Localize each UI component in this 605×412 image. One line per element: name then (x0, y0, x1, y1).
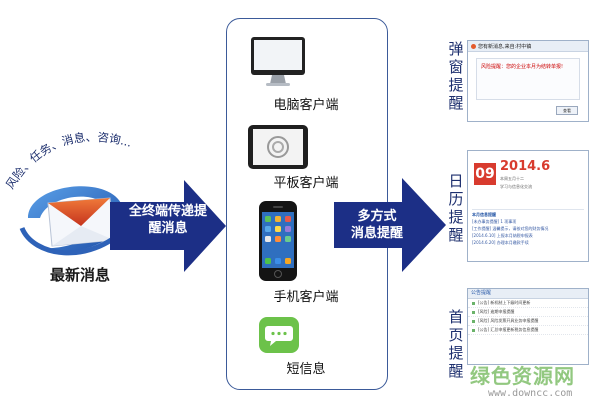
popup-title: 您有新消息,来自:村中镇 (478, 43, 532, 50)
device-label-pc: 电脑客户端 (273, 98, 339, 113)
popup-body: 风险提醒：您的企业本月为结转单报! (476, 58, 580, 100)
calendar-sub-2: 学习与信息化交流 (500, 184, 532, 189)
calendar-item[interactable]: [未办事务提醒] 1 项事项 (472, 219, 517, 224)
calendar-item[interactable]: [工作提醒] 温馨提示，请核对您的财务情况 (472, 226, 549, 231)
calendar-list: 本月信息提醒 [未办事务提醒] 1 项事项 [工作提醒] 温馨提示，请核对您的财… (472, 209, 584, 247)
device-label-sms: 短信息 (286, 362, 326, 377)
calendar-sub-1: 本周五月十二 (500, 176, 524, 181)
sms-icon (259, 317, 299, 353)
device-label-phone: 手机客户端 (273, 290, 339, 305)
reminder-label-calendar: 日历提醒 (448, 172, 464, 244)
calendar-list-title: 本月信息提醒 (472, 212, 496, 217)
monitor-icon (251, 37, 305, 86)
popup-view-button[interactable]: 查看 (556, 106, 578, 115)
arrow-to-devices (110, 180, 226, 272)
arrow-to-reminders (334, 178, 446, 272)
homepage-item[interactable]: [公告] 汇总申报更新税务信息提醒 (468, 326, 588, 335)
calendar-item[interactable]: [2014.6.10] 上报本月纳税申报表 (472, 233, 533, 238)
homepage-reminder-window: 公告提醒 [公告] 新机制上下级时间更新 [风险] 逾期申报提醒 [风险] 风险… (467, 288, 589, 365)
reminder-label-popup: 弹窗提醒 (448, 40, 464, 112)
arrow-to-reminders-label: 多方式 消息提醒 (350, 209, 403, 241)
reminder-label-homepage: 首页提醒 (448, 308, 464, 380)
arrow-to-devices-label: 全终端传递提 多方式 醒消息 (128, 204, 207, 236)
calendar-month: 2014.6 (500, 159, 551, 174)
popup-titlebar: 您有新消息,来自:村中镇 (468, 41, 588, 52)
latest-message-title: 最新消息 (49, 266, 110, 284)
homepage-item[interactable]: [公告] 新机制上下级时间更新 (468, 299, 588, 308)
homepage-item[interactable]: [风险] 逾期申报提醒 (468, 308, 588, 317)
calendar-reminder-window: 09 2014.6 本周五月十二 学习与信息化交流 本月信息提醒 [未办事务提醒… (467, 150, 589, 262)
homepage-item[interactable]: [风险] 风险发票开具业务申报提醒 (468, 317, 588, 326)
phone-icon (259, 201, 297, 281)
watermark-text: 绿色资源网 (470, 364, 575, 388)
watermark-url: www.downcc.com (488, 388, 573, 399)
tablet-icon (248, 125, 308, 169)
homepage-title: 公告提醒 (468, 289, 588, 299)
device-label-tablet: 平板客户端 (273, 176, 339, 191)
calendar-day: 09 (474, 163, 496, 185)
alert-icon (471, 43, 476, 49)
email-envelope-icon (19, 186, 128, 256)
popup-reminder-window: 您有新消息,来自:村中镇 风险提醒：您的企业本月为结转单报! 查看 (467, 40, 589, 122)
calendar-item[interactable]: [2014.6.20] 办理本月缴款手续 (472, 240, 529, 245)
